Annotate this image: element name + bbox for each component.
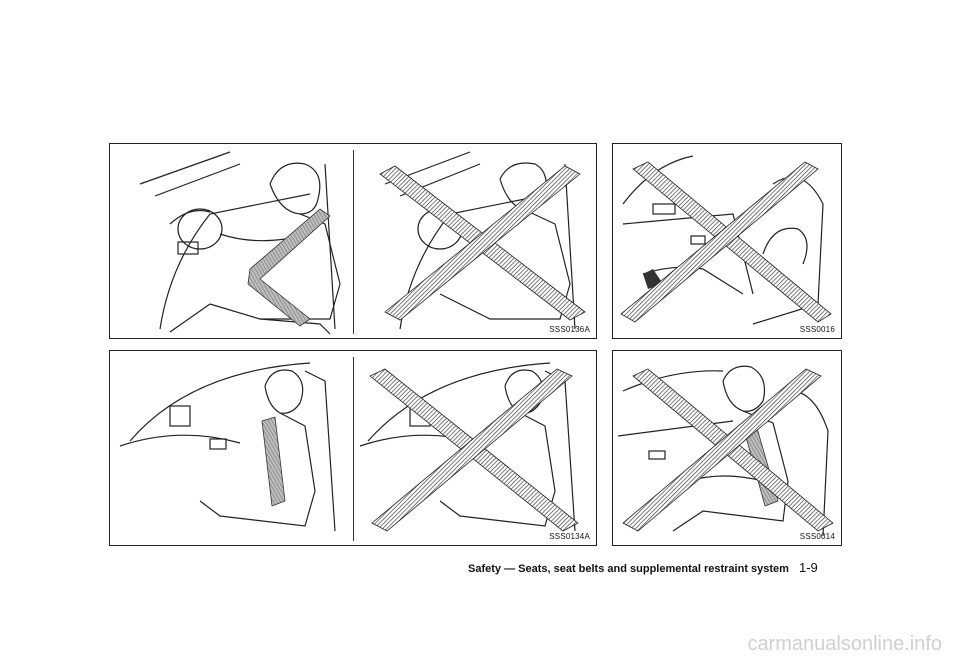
figure-sss0134a: SSS0134A: [109, 350, 597, 546]
seated-occupant-illustrations: [119, 357, 579, 541]
page-footer: Safety — Seats, seat belts and supplemen…: [468, 560, 858, 575]
figure-code: SSS0136A: [549, 325, 590, 334]
reclined-passenger-illustration: [620, 155, 832, 325]
page-number: 1-9: [798, 560, 818, 575]
seated-driver-illustrations: [139, 150, 586, 335]
figure-code: SSS0016: [799, 325, 835, 334]
watermark: carmanualsonline.info: [747, 633, 942, 655]
figure-sss0016: SSS0016: [612, 143, 842, 339]
figure-code: SSS0014: [799, 532, 835, 541]
section-title: Safety — Seats, seat belts and supplemen…: [468, 563, 789, 575]
figure-sss0014: SSS0014: [612, 350, 842, 546]
figure-code: SSS0134A: [549, 532, 590, 541]
belt-under-arm-illustration: [617, 365, 834, 537]
figure-sss0136a: SSS0136A: [109, 143, 597, 339]
